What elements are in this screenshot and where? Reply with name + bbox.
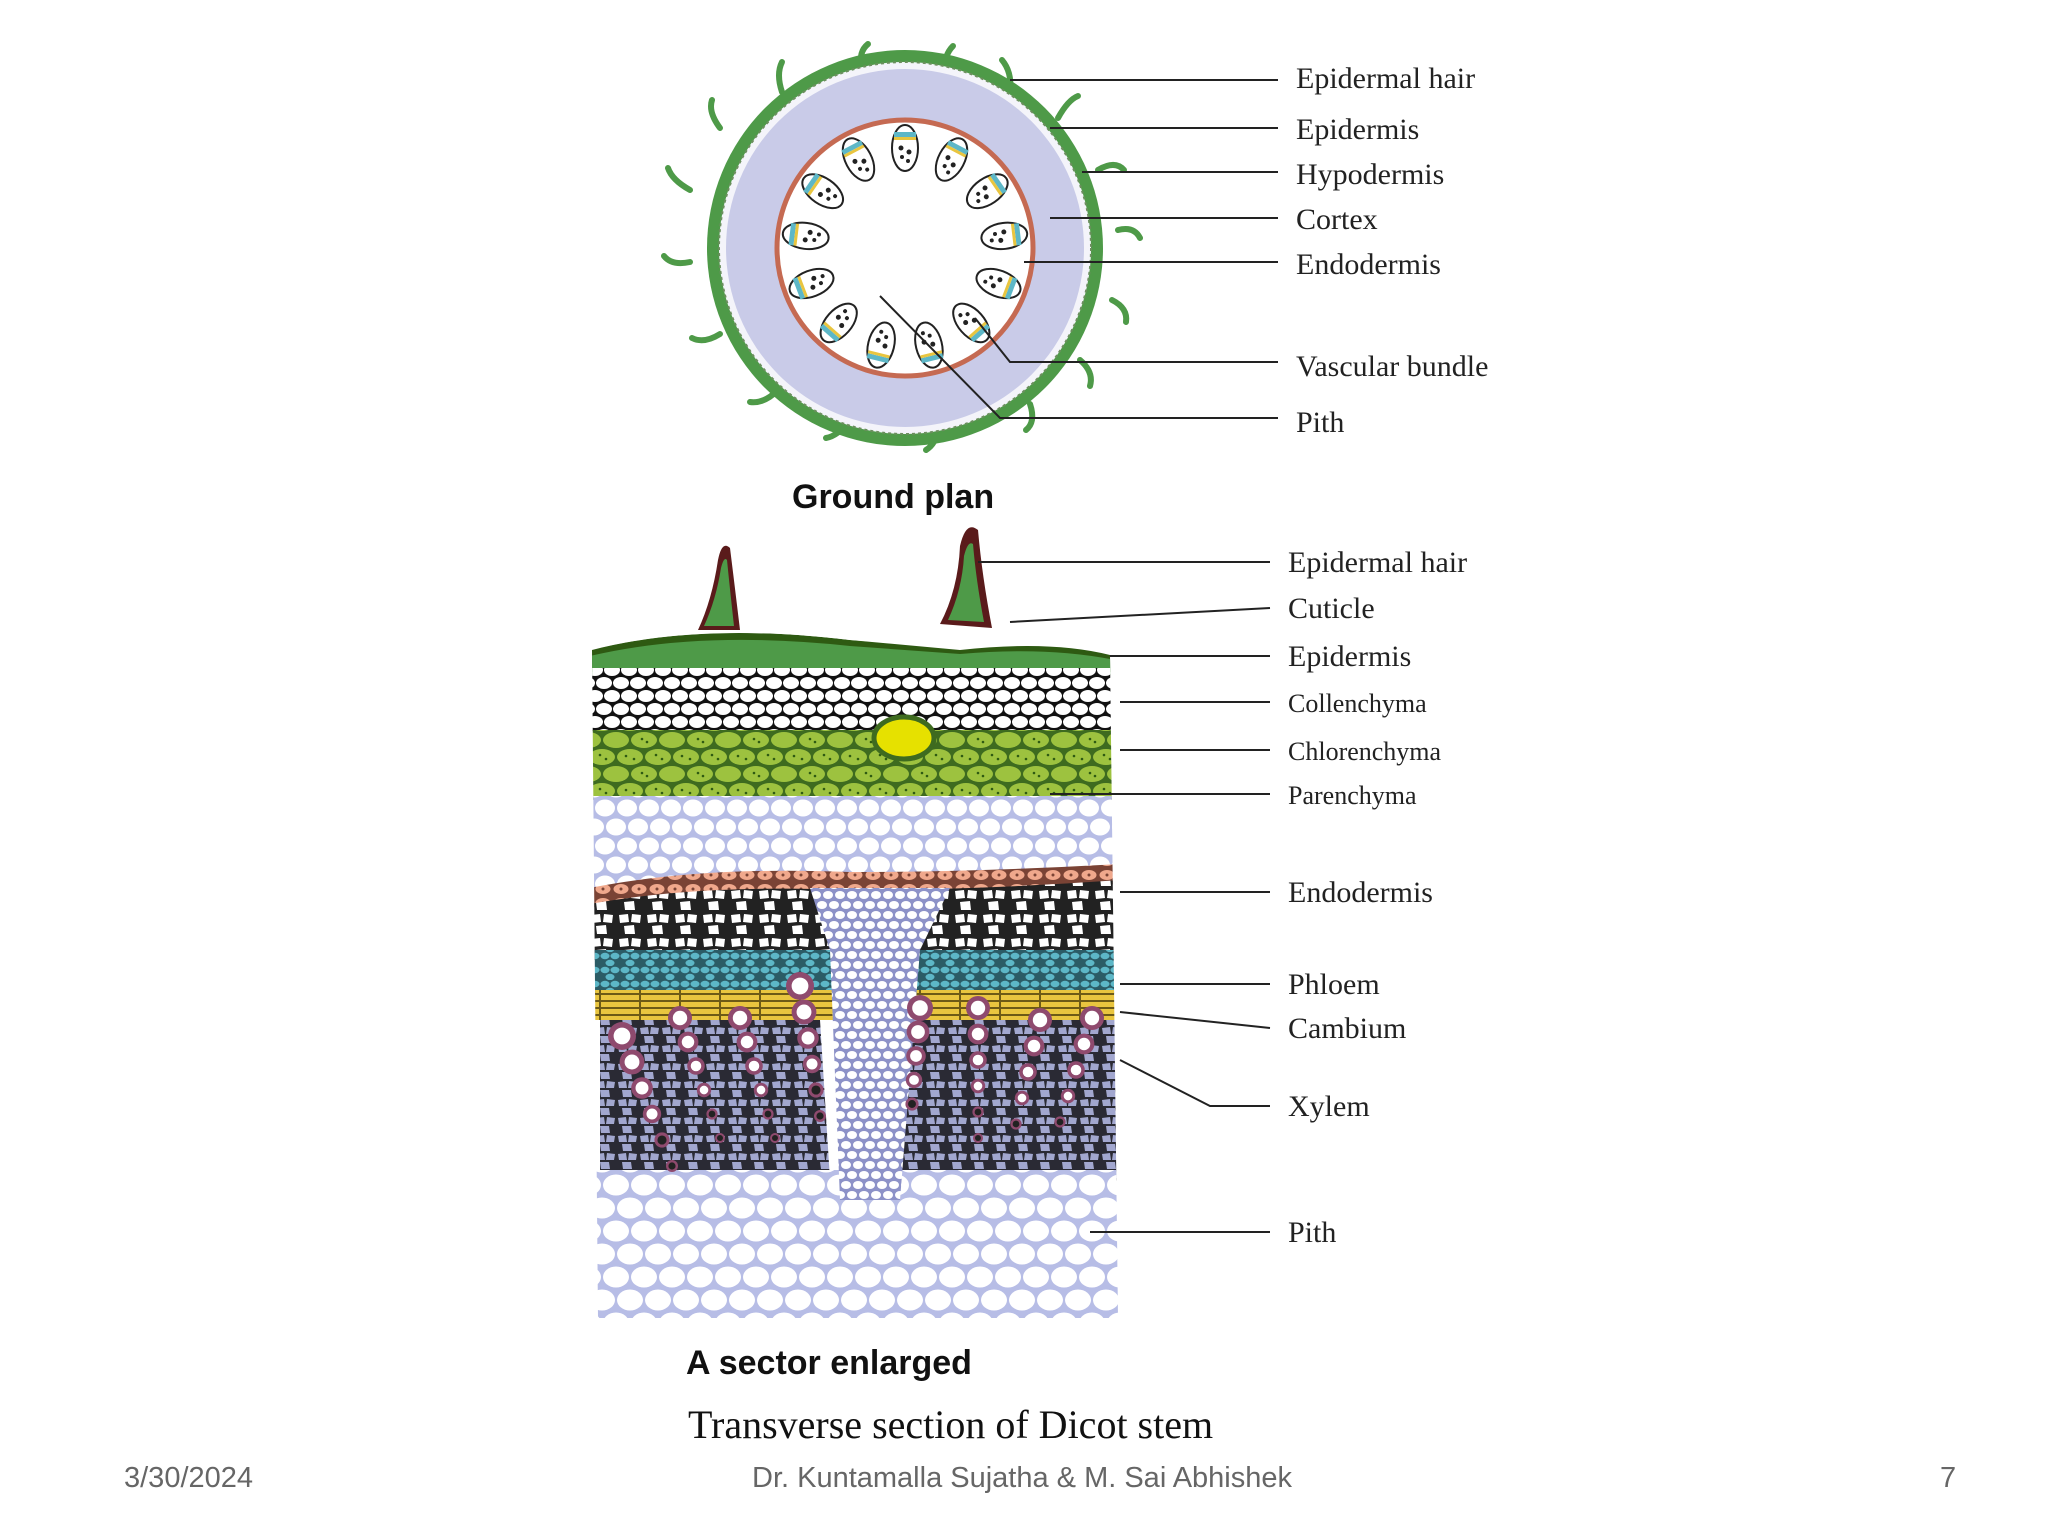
sector-label-xylem: Xylem — [1288, 1090, 1370, 1123]
sector-xylem-vessels — [608, 972, 1104, 1172]
sector-labels: Epidermal hair Cuticle Epidermis Collenc… — [978, 546, 1467, 1249]
xylem-vessel-lumen — [717, 1135, 723, 1141]
xylem-vessel-lumen — [975, 1135, 981, 1141]
footer-authors: Dr. Kuntamalla Sujatha & M. Sai Abhishek — [752, 1462, 1293, 1494]
xylem-vessel-lumen — [1070, 1064, 1082, 1076]
footer-page-number: 7 — [1940, 1462, 1957, 1494]
xylem-vessel-lumen — [796, 1004, 812, 1020]
sector-medullary-ray — [810, 888, 950, 1200]
sector-collenchyma — [592, 668, 1118, 736]
xylem-vessel-lumen — [732, 1010, 748, 1026]
sector-label-parenchyma: Parenchyma — [1288, 781, 1417, 810]
xylem-vessel-lumen — [801, 1031, 815, 1045]
ground-plan-pith — [833, 176, 977, 320]
xylem-vessel-lumen — [1084, 1010, 1100, 1026]
xylem-vessel-lumen — [764, 1110, 772, 1118]
gp-label-cortex: Cortex — [1296, 203, 1378, 236]
xylem-vessel-lumen — [668, 1162, 676, 1170]
xylem-vessel-lumen — [657, 1135, 667, 1145]
xylem-vessel-lumen — [772, 1135, 778, 1141]
xylem-vessel-lumen — [1027, 1039, 1041, 1053]
ground-plan-labels: Epidermal hair Epidermis Hypodermis Cort… — [879, 62, 1488, 439]
figure-title: Transverse section of Dicot stem — [688, 1402, 1213, 1447]
gp-label-epidermal-hair: Epidermal hair — [1296, 62, 1475, 95]
xylem-vessel-lumen — [811, 1085, 821, 1095]
sector-label-epidermal-hair: Epidermal hair — [1288, 546, 1467, 579]
xylem-vessel-lumen — [1063, 1091, 1073, 1101]
xylem-vessel-lumen — [708, 1110, 716, 1118]
xylem-vessel-lumen — [624, 1054, 640, 1070]
vascular-bundle-shape — [866, 321, 896, 369]
ground-plan-vascular-bundles — [781, 124, 1029, 369]
xylem-vessel-lumen — [909, 1075, 919, 1085]
xylem-vessel-lumen — [1077, 1037, 1091, 1051]
gp-label-endodermis: Endodermis — [1296, 248, 1441, 281]
sector-caption: A sector enlarged — [686, 1344, 972, 1382]
xylem-vessel-lumen — [756, 1085, 766, 1095]
xylem-vessel-lumen — [1017, 1093, 1027, 1103]
sector-label-phloem: Phloem — [1288, 968, 1380, 1001]
footer-date: 3/30/2024 — [124, 1462, 254, 1494]
vascular-bundle-shape — [781, 221, 830, 251]
vascular-bundle-shape — [934, 137, 969, 182]
xylem-vessel-lumen — [646, 1108, 658, 1120]
sector-chlorenchyma — [592, 730, 1118, 800]
vascular-bundle-shape — [819, 302, 858, 344]
xylem-vessel-lumen — [748, 1060, 760, 1072]
xylem-vessel-lumen — [1022, 1066, 1034, 1078]
xylem-vessel-lumen — [1056, 1118, 1064, 1126]
xylem-vessel-lumen — [972, 1054, 984, 1066]
ground-plan-diagram — [661, 41, 1143, 453]
xylem-vessel-lumen — [971, 1027, 985, 1041]
vascular-bundle-shape — [891, 124, 919, 172]
xylem-vessel-lumen — [806, 1058, 818, 1070]
xylem-vessel-lumen — [740, 1035, 754, 1049]
sector-xylem-right — [880, 1020, 1118, 1190]
ground-plan-caption: Ground plan — [792, 478, 994, 516]
sector-xylem-left — [600, 1020, 830, 1190]
sector-label-cuticle: Cuticle — [1288, 592, 1375, 625]
gp-label-pith: Pith — [1296, 406, 1344, 439]
sector-label-cambium: Cambium — [1288, 1012, 1406, 1045]
sector-label-endodermis: Endodermis — [1288, 876, 1433, 909]
xylem-vessel-lumen — [699, 1085, 709, 1095]
xylem-vessel-lumen — [816, 1112, 824, 1120]
gp-label-vascular-bundle: Vascular bundle — [1296, 350, 1488, 383]
xylem-vessel-lumen — [912, 1000, 928, 1016]
xylem-vessel-lumen — [681, 1035, 695, 1049]
vascular-bundle-shape — [975, 267, 1022, 300]
xylem-vessel-lumen — [690, 1060, 702, 1072]
vascular-bundle-shape — [841, 137, 876, 182]
xylem-vessel-lumen — [791, 977, 809, 995]
sector-resin-duct — [871, 714, 937, 762]
gp-label-epidermis: Epidermis — [1296, 113, 1419, 146]
xylem-vessel-lumen — [973, 1081, 983, 1091]
sector-label-epidermis: Epidermis — [1288, 640, 1411, 673]
vascular-bundle-shape — [965, 173, 1009, 210]
xylem-vessel-lumen — [635, 1081, 649, 1095]
xylem-vessel-lumen — [908, 1100, 916, 1108]
xylem-vessel-lumen — [672, 1010, 688, 1026]
sector-enlarged-diagram — [592, 527, 1118, 1318]
xylem-vessel-lumen — [974, 1108, 982, 1116]
vascular-bundle-shape — [801, 173, 845, 210]
xylem-vessel-lumen — [970, 1000, 986, 1016]
xylem-vessel-lumen — [911, 1025, 925, 1039]
xylem-vessel-lumen — [1012, 1120, 1020, 1128]
vascular-bundle-shape — [980, 221, 1029, 251]
xylem-vessel-lumen — [1032, 1012, 1048, 1028]
xylem-vessel-lumen — [613, 1027, 631, 1045]
sector-endodermis — [592, 864, 1118, 908]
sector-label-pith: Pith — [1288, 1216, 1336, 1249]
gp-label-hypodermis: Hypodermis — [1296, 158, 1444, 191]
sector-label-collenchyma: Collenchyma — [1288, 689, 1427, 718]
vascular-bundle-shape — [788, 267, 835, 300]
xylem-vessel-lumen — [910, 1050, 922, 1062]
sector-epidermis — [592, 639, 1118, 675]
sector-label-chlorenchyma: Chlorenchyma — [1288, 737, 1442, 766]
